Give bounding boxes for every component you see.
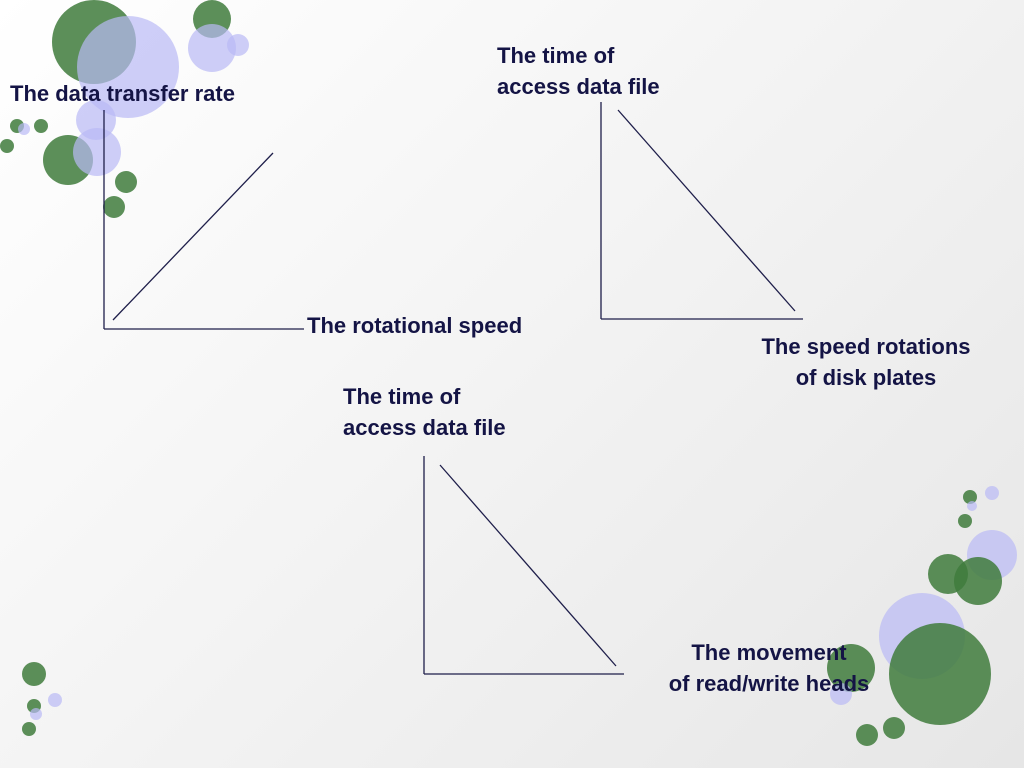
decorative-bubble bbox=[22, 722, 36, 736]
decorative-bubble bbox=[0, 139, 14, 153]
increasing-trend-line bbox=[112, 152, 274, 321]
decorative-bubble bbox=[954, 557, 1002, 605]
decorative-bubble bbox=[30, 708, 42, 720]
diagram-2 bbox=[600, 102, 803, 320]
diagram2-y-axis-label: The time of access data file bbox=[497, 43, 660, 99]
decorative-bubble bbox=[963, 490, 977, 504]
diagram3-y-axis-label: The time of access data file bbox=[343, 384, 506, 440]
decorative-bubble bbox=[227, 34, 249, 56]
diagram3-x-axis-label: The movement of read/write heads bbox=[668, 640, 870, 696]
diagram-1 bbox=[103, 110, 304, 330]
decorative-bubble bbox=[103, 196, 125, 218]
diagram1-y-axis-label: The data transfer rate bbox=[10, 81, 235, 106]
decorative-bubble bbox=[958, 514, 972, 528]
decorative-bubble bbox=[34, 119, 48, 133]
diagram-3 bbox=[423, 456, 624, 675]
decorative-bubble bbox=[889, 623, 991, 725]
decorative-bubble bbox=[18, 123, 30, 135]
decorative-bubble bbox=[883, 717, 905, 739]
diagram1-x-axis-label: The rotational speed bbox=[307, 313, 523, 338]
decorative-bubble bbox=[48, 693, 62, 707]
decorative-bubble bbox=[73, 128, 121, 176]
decorative-bubble bbox=[856, 724, 878, 746]
decorative-bubble bbox=[22, 662, 46, 686]
decorative-bubble bbox=[985, 486, 999, 500]
decorative-bubble bbox=[967, 501, 977, 511]
diagram2-x-axis-label: The speed rotations of disk plates bbox=[761, 334, 971, 390]
decorative-bubble bbox=[827, 644, 875, 692]
decreasing-trend-line bbox=[617, 109, 796, 312]
decorative-bubble bbox=[77, 16, 179, 118]
decorative-bubble bbox=[115, 171, 137, 193]
decorative-bubble bbox=[830, 683, 852, 705]
decorative-bubble bbox=[188, 24, 236, 72]
decreasing-trend-line bbox=[439, 464, 617, 667]
